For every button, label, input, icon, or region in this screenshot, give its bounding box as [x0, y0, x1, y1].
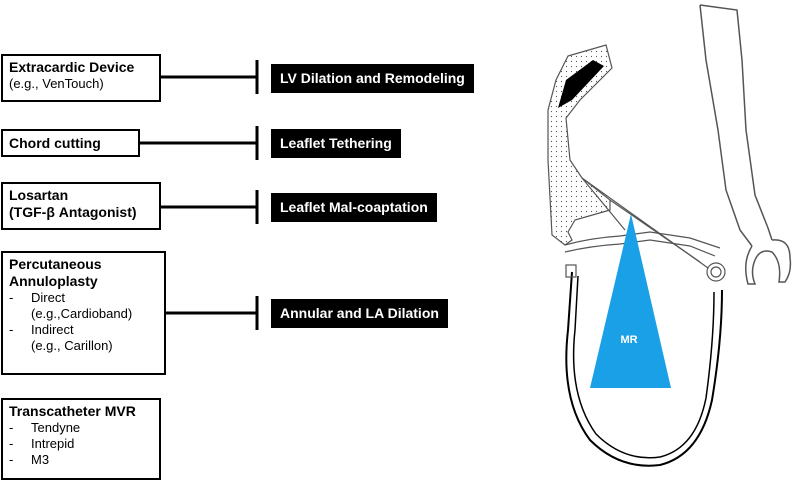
mr-label: MR [620, 334, 637, 346]
intervention-extracardiac-device: Extracardic Device (e.g., VenTouch) [1, 54, 161, 102]
list-item-label: Intrepid [31, 436, 75, 451]
list-item-label: Direct [31, 290, 65, 305]
intervention-subtitle: Annuloplasty [9, 273, 98, 289]
aorta-outline [699, 4, 792, 285]
list-item: Intrepid [9, 436, 153, 452]
mechanism-annular-la-dilation: Annular and LA Dilation [271, 299, 448, 328]
mechanism-lv-dilation: LV Dilation and Remodeling [271, 64, 474, 93]
list-item-label: M3 [31, 452, 50, 467]
list-item: Direct (e.g.,Cardioband) [9, 290, 158, 322]
list-item: Indirect (e.g., Carillon) [9, 322, 158, 354]
mechanism-leaflet-tethering: Leaflet Tethering [271, 129, 401, 158]
mechanism-leaflet-malcoaptation: Leaflet Mal-coaptation [271, 193, 437, 222]
intervention-title: Chord cutting [9, 135, 101, 151]
intervention-title: Extracardic Device [9, 59, 135, 75]
intervention-chord-cutting: Chord cutting [1, 129, 140, 157]
intervention-title: Percutaneous [9, 256, 102, 272]
intervention-subtitle: (TGF-β Antagonist) [9, 204, 137, 220]
tmvr-list: Tendyne Intrepid M3 [9, 420, 153, 468]
intervention-transcatheter-mvr: Transcatheter MVR Tendyne Intrepid M3 [1, 398, 161, 480]
intervention-title: Transcatheter MVR [9, 403, 136, 419]
extracardiac-device-shape [558, 60, 604, 108]
left-ventricle-inner [572, 275, 715, 459]
intervention-example: (e.g., VenTouch) [9, 76, 104, 91]
mitral-apparatus [564, 177, 726, 282]
list-item-example: (e.g.,Cardioband) [31, 306, 133, 321]
intervention-percutaneous-annuloplasty: Percutaneous Annuloplasty Direct (e.g.,C… [1, 251, 166, 375]
left-ventricle-outline [565, 271, 723, 467]
list-item-example: (e.g., Carillon) [31, 338, 113, 353]
list-item-label: Indirect [31, 322, 74, 337]
list-item-label: Tendyne [31, 420, 81, 435]
intervention-losartan: Losartan (TGF-β Antagonist) [1, 182, 161, 230]
intervention-title: Losartan [9, 187, 69, 203]
annuloplasty-list: Direct (e.g.,Cardioband) Indirect (e.g.,… [9, 290, 158, 354]
list-item: Tendyne [9, 420, 153, 436]
mitral-regurgitation-jet [590, 214, 671, 388]
list-item: M3 [9, 452, 153, 468]
